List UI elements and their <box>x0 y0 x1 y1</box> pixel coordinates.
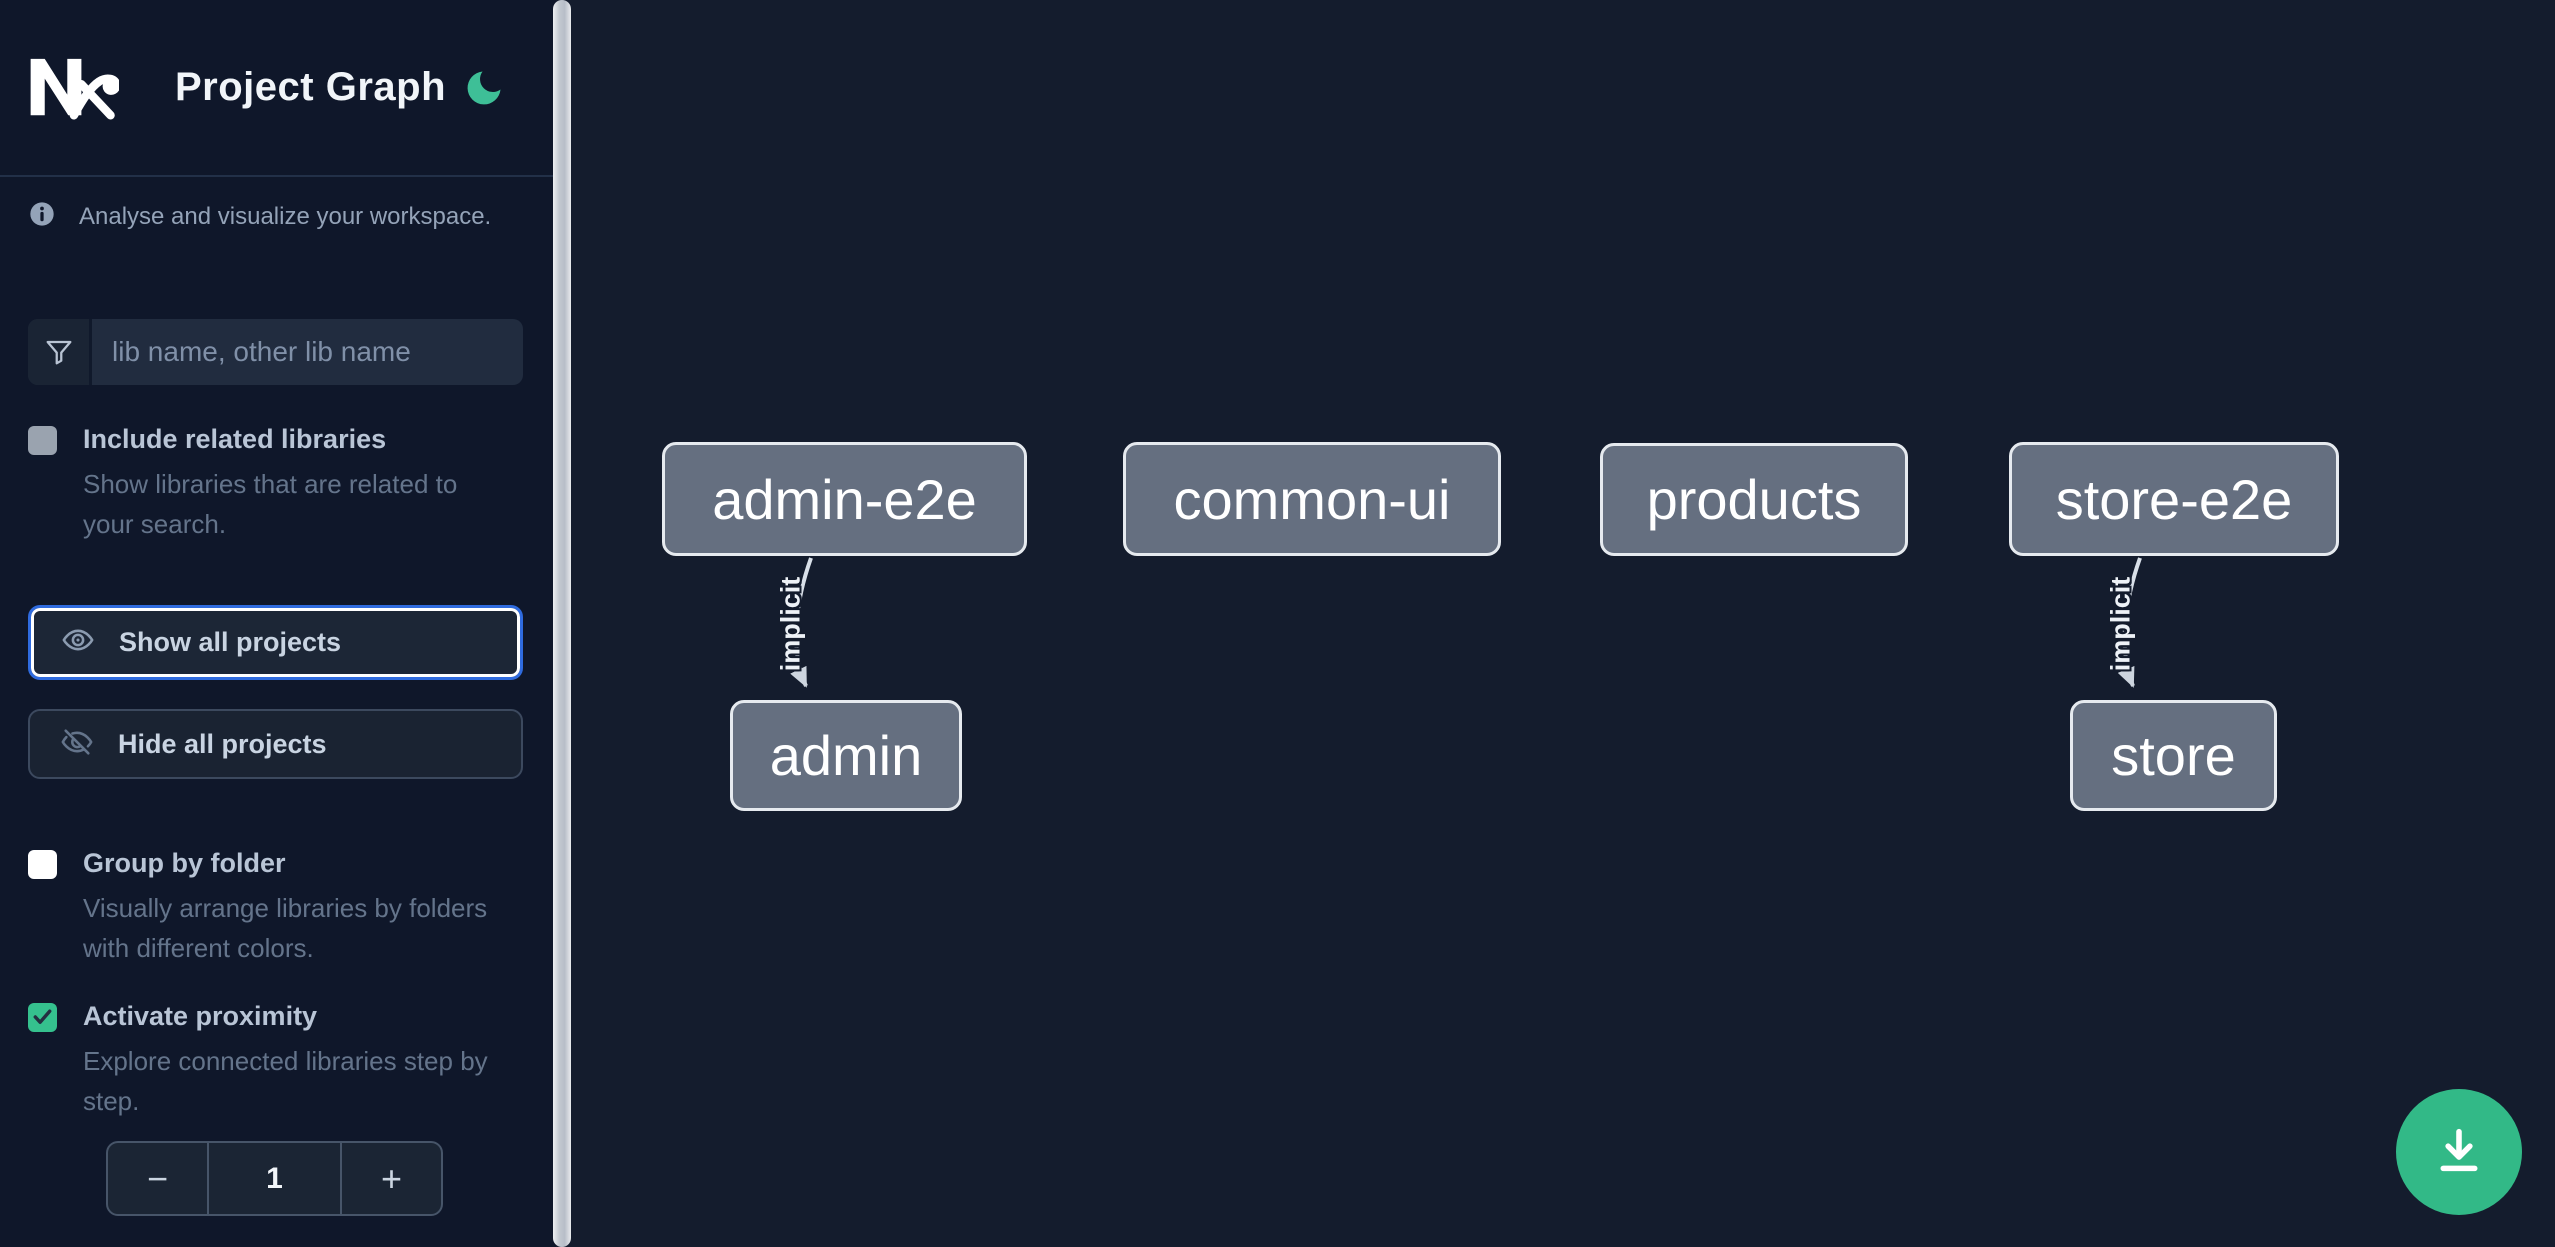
proximity-stepper: − 1 + <box>106 1141 443 1216</box>
toggle-group-by-folder: Group by folder Visually arrange librari… <box>28 848 500 968</box>
nx-logo-icon <box>25 55 119 121</box>
graph-node-admin[interactable]: admin <box>730 700 962 811</box>
sidebar: Project Graph Analyse and visualize your… <box>0 0 556 1247</box>
eye-icon <box>61 623 95 662</box>
sidebar-header: Project Graph <box>0 0 556 177</box>
download-graph-button[interactable] <box>2396 1089 2522 1215</box>
activate-proximity-description: Explore connected libraries step by step… <box>83 1046 488 1116</box>
info-icon <box>28 200 56 233</box>
sidebar-resize-handle[interactable] <box>553 0 571 1247</box>
hide-all-projects-button[interactable]: Hide all projects <box>28 709 523 779</box>
eye-off-icon <box>60 725 94 764</box>
graph-node-common-ui[interactable]: common-ui <box>1123 442 1501 556</box>
group-by-folder-description: Visually arrange libraries by folders wi… <box>83 893 488 963</box>
group-by-folder-label: Group by folder <box>83 848 286 878</box>
proximity-value: 1 <box>207 1143 342 1214</box>
search-box <box>28 319 523 385</box>
proximity-increment-button[interactable]: + <box>342 1143 441 1214</box>
include-related-label: Include related libraries <box>83 424 387 454</box>
page-title: Project Graph <box>175 65 447 109</box>
funnel-icon <box>28 319 92 385</box>
graph-node-admin-e2e[interactable]: admin-e2e <box>662 442 1027 556</box>
show-all-projects-button[interactable]: Show all projects <box>28 605 523 680</box>
checkmark-icon <box>31 1005 54 1031</box>
graph-node-products[interactable]: products <box>1600 443 1908 556</box>
search-input[interactable] <box>92 319 523 385</box>
activate-proximity-checkbox[interactable] <box>28 1003 57 1032</box>
download-icon <box>2430 1122 2488 1183</box>
theme-toggle-button[interactable] <box>462 66 506 110</box>
toggle-include-related: Include related libraries Show libraries… <box>28 424 500 544</box>
include-related-checkbox[interactable] <box>28 426 57 455</box>
graph-canvas[interactable] <box>571 0 2555 1247</box>
include-related-description: Show libraries that are related to your … <box>83 469 458 539</box>
intro-row: Analyse and visualize your workspace. <box>28 200 491 233</box>
group-by-folder-checkbox[interactable] <box>28 850 57 879</box>
show-all-projects-label: Show all projects <box>119 627 342 657</box>
proximity-decrement-button[interactable]: − <box>108 1143 207 1214</box>
moon-icon <box>462 66 506 110</box>
graph-node-store-e2e[interactable]: store-e2e <box>2009 442 2339 556</box>
intro-text: Analyse and visualize your workspace. <box>79 202 492 230</box>
graph-node-store[interactable]: store <box>2070 700 2277 811</box>
activate-proximity-label: Activate proximity <box>83 1001 318 1031</box>
hide-all-projects-label: Hide all projects <box>118 728 327 759</box>
toggle-activate-proximity: Activate proximity Explore connected lib… <box>28 1001 500 1121</box>
